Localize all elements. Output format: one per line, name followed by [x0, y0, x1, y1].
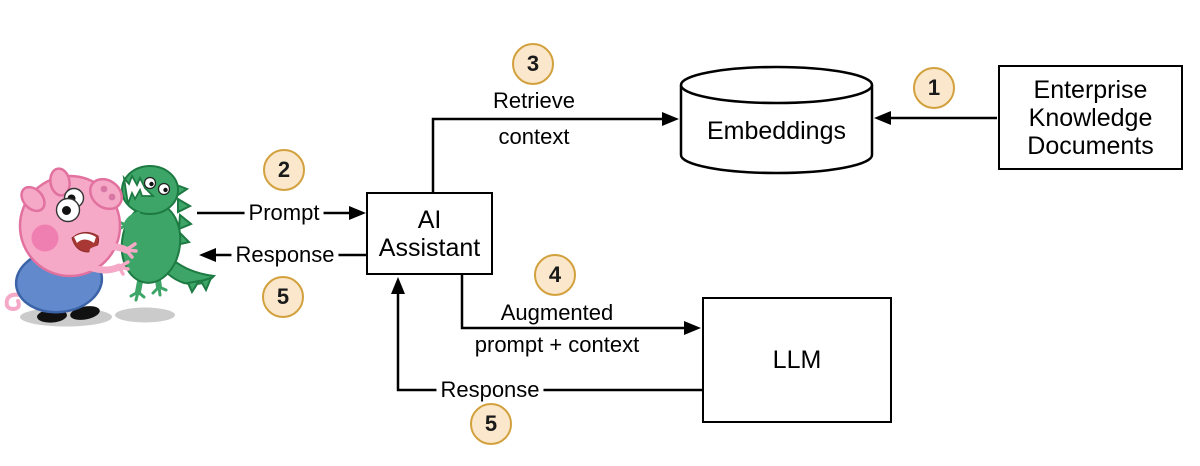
pig-head [18, 167, 138, 278]
node-ai-assistant-label-line2: Assistant [378, 233, 481, 262]
step-badge-3: 3 [512, 43, 554, 85]
node-enterprise-label-line1: Enterprise [1033, 75, 1148, 104]
connector-ingest [874, 111, 997, 125]
step-badge-2: 2 [263, 149, 305, 191]
edge-label-retrieve-context: Retrieve context [493, 88, 575, 149]
pig-with-dinosaur-illustration [4, 165, 217, 327]
node-enterprise-label-line3: Documents [1027, 131, 1154, 160]
step-badge-1: 1 [913, 67, 955, 109]
connector-augmented-prompt [460, 275, 701, 335]
connector-response-from-llm [391, 277, 702, 392]
step-badge-4: 4 [534, 254, 576, 296]
toy-dinosaur [117, 165, 217, 302]
embeddings-cylinder [679, 65, 874, 175]
pig-cheek [31, 224, 59, 252]
node-enterprise-knowledge-documents: Enterprise Knowledge Documents [998, 65, 1183, 170]
node-llm: LLM [702, 297, 892, 423]
edge-label-prompt: Prompt [244, 201, 324, 225]
step-badge-5-llm: 5 [470, 403, 512, 445]
pig-shoe [70, 306, 100, 320]
edge-label-response-to-user: Response [231, 243, 339, 267]
edge-label-response-from-llm: Response [436, 378, 544, 402]
node-enterprise-label-line2: Knowledge [1028, 103, 1153, 132]
dinosaur-shadow [115, 307, 175, 323]
connector-retrieve-context [431, 112, 679, 192]
dinosaur-mouth [122, 173, 156, 205]
node-ai-assistant-label-line1: AI [417, 205, 442, 234]
step-badge-5-user: 5 [262, 276, 304, 318]
node-ai-assistant: AI Assistant [366, 192, 493, 275]
node-embeddings-label: Embeddings [707, 117, 846, 145]
edge-label-augmented-prompt-context: Augmented prompt + context [474, 300, 640, 357]
node-llm-label: LLM [772, 346, 822, 374]
